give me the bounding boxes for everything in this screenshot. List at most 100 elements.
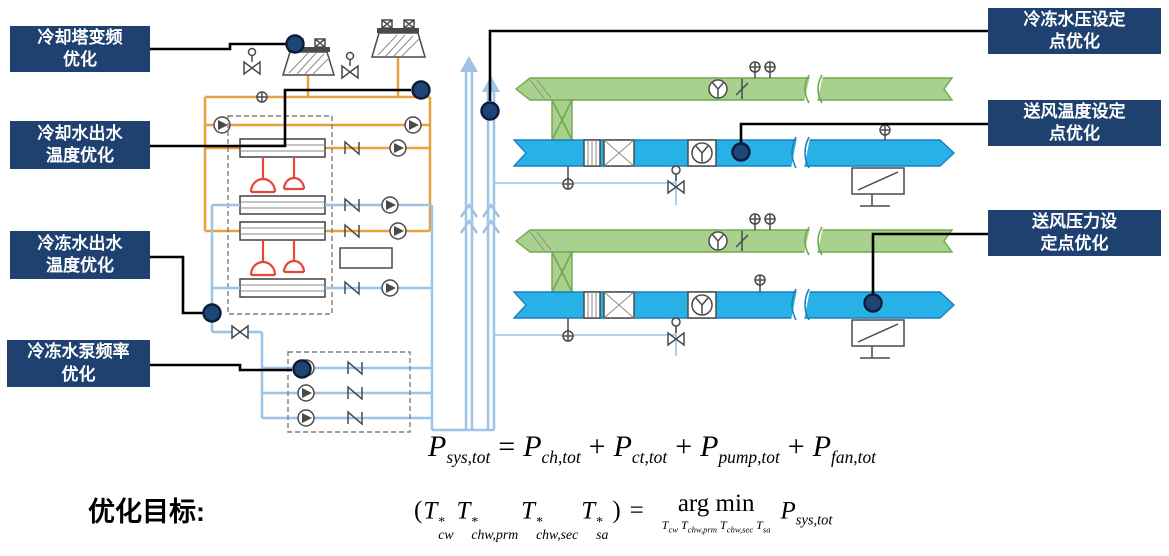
math-supsub: *chw,sec [536, 513, 579, 543]
math-var: T [423, 497, 438, 525]
pump-icon [381, 196, 399, 214]
fan-icon [708, 79, 728, 99]
sensor-markers [202, 34, 883, 379]
objective-title: 优化目标: [88, 497, 205, 527]
flow-chevrons [459, 202, 501, 234]
fan-icon [708, 231, 728, 251]
math-op: = [629, 497, 644, 525]
math-op: + [675, 430, 693, 463]
compressor-icon [249, 240, 306, 277]
chiller-2 [239, 221, 326, 298]
callout-line-pump-frequency [150, 363, 292, 372]
chiller-enclosure [227, 115, 333, 315]
math-sub: sys,tot [446, 447, 491, 467]
marker-chilled-water-temp [202, 303, 222, 323]
callout-line-supply-temp [739, 122, 988, 143]
valve-icon [231, 325, 249, 339]
math-supsub: *chw,prm [471, 513, 519, 543]
marker-chw-pressure [480, 101, 500, 121]
return-air-duct [514, 229, 954, 253]
pump-icon [297, 384, 315, 402]
condenser-water-piping [203, 57, 432, 233]
chiller-plant [227, 115, 393, 315]
marker-supply-air-pressure [863, 293, 883, 313]
math-sup: * [438, 513, 446, 529]
sensor-icon [562, 330, 574, 342]
math-var: P [428, 430, 447, 463]
sensor-icon [879, 124, 891, 136]
math-var: P [812, 430, 832, 463]
duct-break [791, 288, 810, 321]
math-sub: sys,tot [795, 512, 833, 529]
math-var: Tsa [756, 517, 771, 535]
cooling-tower-icon [371, 19, 426, 58]
math-sub: cw [438, 526, 454, 542]
sensor-icon [764, 61, 776, 73]
label-condenser-water-supply-temp: 冷却水出水 温度优化 [10, 121, 150, 169]
math-sub: pump,tot [718, 447, 780, 467]
marker-pump-frequency [292, 359, 312, 379]
math-supsub: *cw [438, 513, 454, 543]
math-var: P [523, 430, 542, 463]
chiller-1 [239, 138, 326, 215]
math-sup: * [596, 513, 603, 529]
valve-icon [341, 51, 359, 79]
valve-icon [243, 47, 261, 75]
math-sub: chw,sec [536, 526, 579, 542]
cooling-towers [243, 19, 426, 79]
cooling-tower-icon [281, 38, 336, 76]
secondary-pump-group [287, 351, 411, 433]
compressor-icon [249, 157, 306, 194]
math-var: Tcw [661, 517, 679, 535]
math-var: P [613, 430, 632, 463]
label-chilled-water-supply-temp: 冷冻水出水 温度优化 [10, 231, 150, 279]
callout-lines [150, 29, 988, 372]
ahu-unit-bottom [512, 213, 956, 359]
math-sub: ct,tot [631, 447, 668, 467]
math-var: P [700, 430, 719, 463]
math-supsub: *sa [596, 513, 609, 543]
math-sup: * [471, 513, 479, 529]
math-op: = [498, 430, 516, 463]
label-chw-pump-frequency: 冷冻水泵频率 优化 [7, 340, 150, 387]
math-sub: chw,prm [471, 526, 519, 542]
math-operator-name: arg min [677, 490, 755, 517]
math-paren: ) [612, 497, 621, 525]
label-supply-air-temp-setpoint: 送风温度设定 点优化 [988, 100, 1161, 146]
label-cooling-tower-vfd: 冷却塔变频 优化 [10, 26, 150, 72]
duct-break [804, 226, 823, 256]
damper-icon [735, 231, 749, 251]
return-air-duct [514, 77, 954, 101]
coil-feed-piping [494, 166, 677, 356]
duct-break [791, 136, 810, 169]
math-sup: * [536, 513, 543, 529]
pump-icon [389, 139, 407, 157]
decoupler-tank [339, 247, 393, 269]
marker-supply-air-temp [731, 142, 751, 162]
math-var: Tchw,prm [681, 517, 718, 535]
condenser-water-loop [203, 57, 432, 240]
pump-icon [389, 222, 407, 240]
math-paren: ( [414, 497, 423, 525]
vav-box-icon [851, 319, 905, 359]
math-sub: ch,tot [541, 447, 581, 467]
math-op: + [787, 430, 805, 463]
sensor-icon [749, 61, 761, 73]
callout-line-supply-pressure [871, 232, 988, 294]
math-var: T [456, 497, 471, 525]
pump-icon [404, 116, 422, 134]
sensor-icon [764, 213, 776, 225]
callout-line-chilled-temp [150, 255, 203, 315]
math-var: T [581, 497, 596, 525]
math-sub: sa [596, 526, 609, 542]
pump-icon [381, 279, 399, 297]
sensor-icon [754, 274, 766, 286]
math-var: Tchw,sec [720, 517, 754, 535]
marker-condenser-water-temp [411, 80, 431, 100]
marker-cooling-tower [285, 34, 305, 54]
pump-icon [297, 409, 315, 427]
